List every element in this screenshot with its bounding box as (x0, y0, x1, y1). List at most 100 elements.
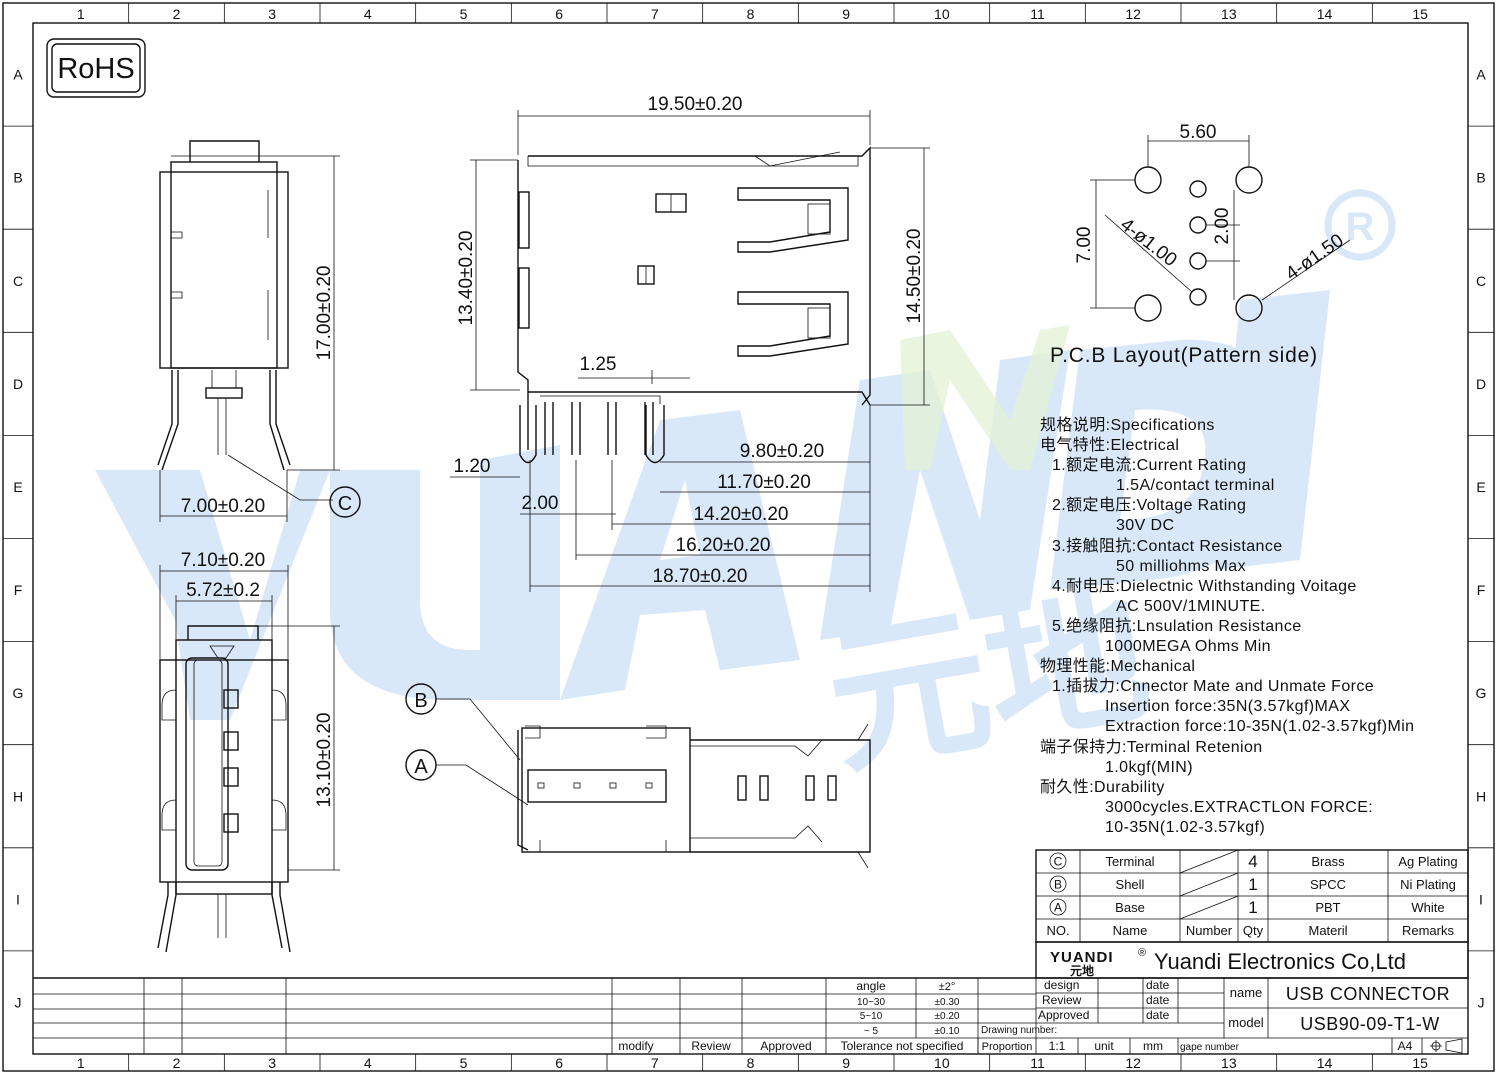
col-label-bottom: 4 (364, 1055, 372, 1071)
design-label: design (1044, 978, 1079, 992)
col-label-bottom: 5 (460, 1055, 468, 1071)
dim-1-25: 1.25 (580, 354, 617, 375)
col-label-top: 1 (77, 6, 85, 22)
model-label: model (1228, 1015, 1264, 1030)
unit-value: mm (1143, 1039, 1163, 1053)
col-label-bottom: 6 (555, 1055, 563, 1071)
tol-angle: angle (856, 979, 886, 993)
page-number-label: gape number (1180, 1042, 1240, 1053)
tol-10-30: 10~30 (857, 997, 886, 1008)
bom-header-no: NO. (1046, 923, 1069, 938)
spec-insertion-force: Insertion force:35N(3.57kgf)MAX (1105, 698, 1351, 716)
name-value: USB CONNECTOR (1286, 984, 1450, 1004)
spec-retention-value: 1.0kgf(MIN) (1105, 758, 1193, 776)
pcb-dim-7-00: 7.00 (1074, 227, 1095, 264)
bottom-view: B A (405, 683, 871, 869)
spec-contact-resistance-value: 50 milliohms Max (1116, 557, 1246, 575)
tol-angle-value: ±2° (939, 981, 956, 993)
spec-electrical: 电气特性:Electrical (1040, 437, 1180, 455)
spec-voltage-rating: 2.额定电压:Voltage Rating (1052, 497, 1247, 515)
spec-current-rating-value: 1.5A/contact terminal (1116, 477, 1275, 495)
pcb-dim-5-60: 5.60 (1180, 122, 1217, 143)
dim-13-10: 13.10±0.20 (314, 713, 335, 808)
row-label-right: I (1479, 891, 1483, 907)
drawing-number-label: Drawing number: (981, 1025, 1057, 1036)
row-label-left: A (13, 67, 23, 83)
col-label-bottom: 9 (842, 1055, 850, 1071)
row-label-right: A (1476, 67, 1486, 83)
pcb-small-hole: 4-ø1.00 (1116, 214, 1181, 271)
bom-header-qty: Qty (1243, 923, 1264, 938)
col-label-bottom: 8 (747, 1055, 755, 1071)
spec-dielectric-value: AC 500V/1MINUTE. (1116, 597, 1266, 615)
col-label-top: 14 (1317, 6, 1333, 22)
tol-5: ~ 5 (864, 1026, 879, 1037)
approved-col-label: Approved (760, 1039, 811, 1053)
bom-row-material: SPCC (1310, 877, 1346, 892)
side-view: 17.00±0.20 7.00±0.20 C (157, 140, 361, 522)
col-label-top: 11 (1030, 6, 1045, 22)
bom-row-material: Brass (1311, 854, 1345, 869)
specifications-block: 规格说明:Specifications 电气特性:Electrical 1.额定… (1040, 416, 1480, 838)
spec-retention: 端子保持力:Terminal Retenion (1040, 738, 1263, 756)
bom-header-number: Number (1186, 923, 1233, 938)
bom-row-name: Terminal (1105, 854, 1154, 869)
spec-extraction-force: Extraction force:10-35N(1.02-3.57kgf)Min (1105, 718, 1415, 736)
dim-16-20: 16.20±0.20 (676, 535, 771, 556)
col-label-top: 3 (268, 6, 276, 22)
row-label-right: G (1476, 685, 1487, 701)
row-label-right: J (1478, 994, 1485, 1010)
bom-header-remarks: Remarks (1402, 923, 1455, 938)
dim-11-70: 11.70±0.20 (717, 472, 811, 493)
col-label-top: 2 (173, 6, 181, 22)
title-block: YUANDI ® 元地 Yuandi Electronics Co,Ltd an… (33, 941, 1469, 1054)
row-label-right: F (1477, 582, 1486, 598)
col-label-top: 5 (460, 6, 468, 22)
approved-label: Approved (1038, 1008, 1089, 1022)
dim-7-10: 7.10±0.20 (181, 550, 265, 571)
col-label-top: 10 (934, 6, 950, 22)
row-label-right: H (1476, 788, 1486, 804)
spec-mate-force: 1.插拔力:Cnnector Mate and Unmate Force (1052, 678, 1375, 696)
model-value: USB90-09-T1-W (1300, 1014, 1440, 1034)
col-label-top: 4 (364, 6, 372, 22)
dim-14-20: 14.20±0.20 (694, 504, 789, 525)
col-label-bottom: 11 (1030, 1055, 1045, 1071)
name-label: name (1230, 985, 1263, 1000)
row-label-left: H (13, 788, 23, 804)
row-label-left: C (13, 273, 23, 289)
spec-current-rating: 1.额定电流:Current Rating (1052, 457, 1247, 475)
tolerance-not-specified: Tolerance not specified (841, 1039, 964, 1053)
proportion-value: 1:1 (1049, 1039, 1066, 1053)
col-label-top: 12 (1125, 6, 1141, 22)
bom-row-remarks: White (1411, 900, 1444, 915)
review-col-label: Review (691, 1039, 731, 1053)
col-label-top: 13 (1221, 6, 1237, 22)
bom-row-material: PBT (1315, 900, 1340, 915)
tol-5-value: ±0.10 (935, 1026, 960, 1037)
bom-row-qty: 4 (1248, 852, 1257, 871)
col-label-bottom: 2 (173, 1055, 181, 1071)
dim-9-80: 9.80±0.20 (740, 441, 824, 462)
row-label-left: E (13, 479, 22, 495)
spec-voltage-rating-value: 30V DC (1116, 517, 1175, 535)
col-label-bottom: 3 (268, 1055, 276, 1071)
dim-17-00: 17.00±0.20 (314, 266, 335, 361)
dim-13-40: 13.40±0.20 (456, 231, 477, 326)
bom-row-name: Base (1115, 900, 1145, 915)
callout-c: C (338, 493, 352, 515)
bom-row-no: C (1054, 855, 1063, 869)
bom-header-name: Name (1113, 923, 1148, 938)
spec-dielectric: 4.耐电压:Dielectnic Withstanding Voitage (1052, 577, 1357, 595)
rohs-badge: RoHS (46, 38, 146, 98)
bom-row-no: B (1054, 878, 1062, 892)
col-label-top: 15 (1412, 6, 1428, 22)
bom-row-name: Shell (1116, 877, 1145, 892)
